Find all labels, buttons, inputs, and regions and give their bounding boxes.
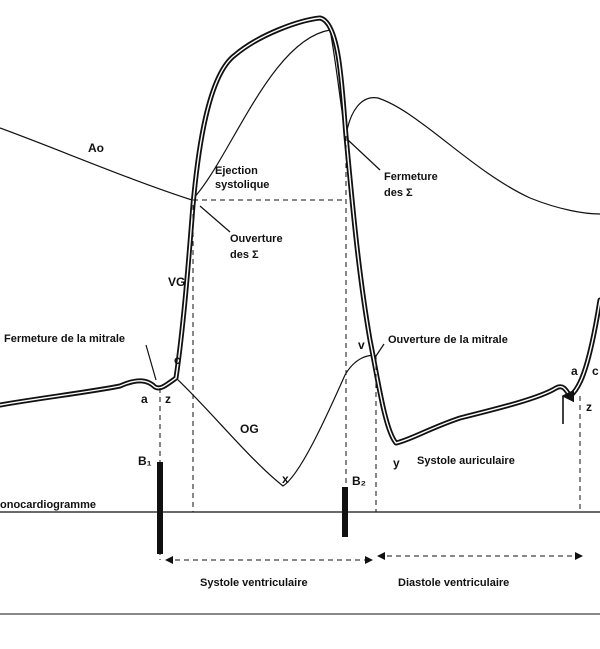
pointer-ouverture-sigma: [199, 205, 231, 233]
label-og: OG: [240, 422, 259, 436]
pointer-fermeture-sigma: [347, 139, 381, 171]
label-ejection-1: Ejection: [215, 165, 258, 177]
label-ao: Ao: [88, 141, 104, 155]
label-z-left: z: [165, 392, 171, 406]
label-c-right: c: [592, 364, 599, 378]
label-y: y: [393, 456, 400, 470]
label-ouverture-mitrale: Ouverture de la mitrale: [388, 334, 508, 346]
label-z-right: z: [586, 400, 592, 414]
label-a-right: a: [571, 364, 578, 378]
label-v: v: [358, 338, 365, 352]
label-vg: VG: [168, 275, 185, 289]
label-a-left: a: [141, 392, 148, 406]
label-fermeture-mitrale: Fermeture de la mitrale: [4, 333, 125, 345]
label-b2: B₂: [352, 474, 366, 488]
label-ejection-2: systolique: [215, 179, 269, 191]
ventricular-pressure-curve-inner: [0, 17, 600, 444]
label-systole-auriculaire: Systole auriculaire: [417, 455, 515, 467]
label-ouverture-sigma-1: Ouverture: [230, 233, 283, 245]
label-diastole-ventriculaire: Diastole ventriculaire: [398, 577, 509, 589]
atrial-pressure-curve: [175, 354, 377, 487]
label-systole-ventriculaire: Systole ventriculaire: [200, 577, 308, 589]
label-ouverture-sigma-2: des Σ: [230, 249, 259, 261]
label-b1: B₁: [138, 454, 152, 468]
pointer-ouverture-mitrale: [375, 343, 385, 357]
pointer-fermeture-mitrale: [145, 344, 157, 381]
label-x: x: [282, 472, 289, 486]
label-fermeture-sigma-2: des Σ: [384, 187, 413, 199]
aortic-pressure-curve: [0, 29, 600, 215]
label-c-left: c: [174, 353, 181, 367]
ventricular-pressure-curve-outer: [0, 15, 600, 446]
b1-sound-bar: [157, 462, 163, 554]
label-phonocardiogramme: onocardiogramme: [0, 499, 96, 511]
b2-sound-bar: [342, 487, 348, 537]
label-fermeture-sigma-1: Fermeture: [384, 171, 438, 183]
